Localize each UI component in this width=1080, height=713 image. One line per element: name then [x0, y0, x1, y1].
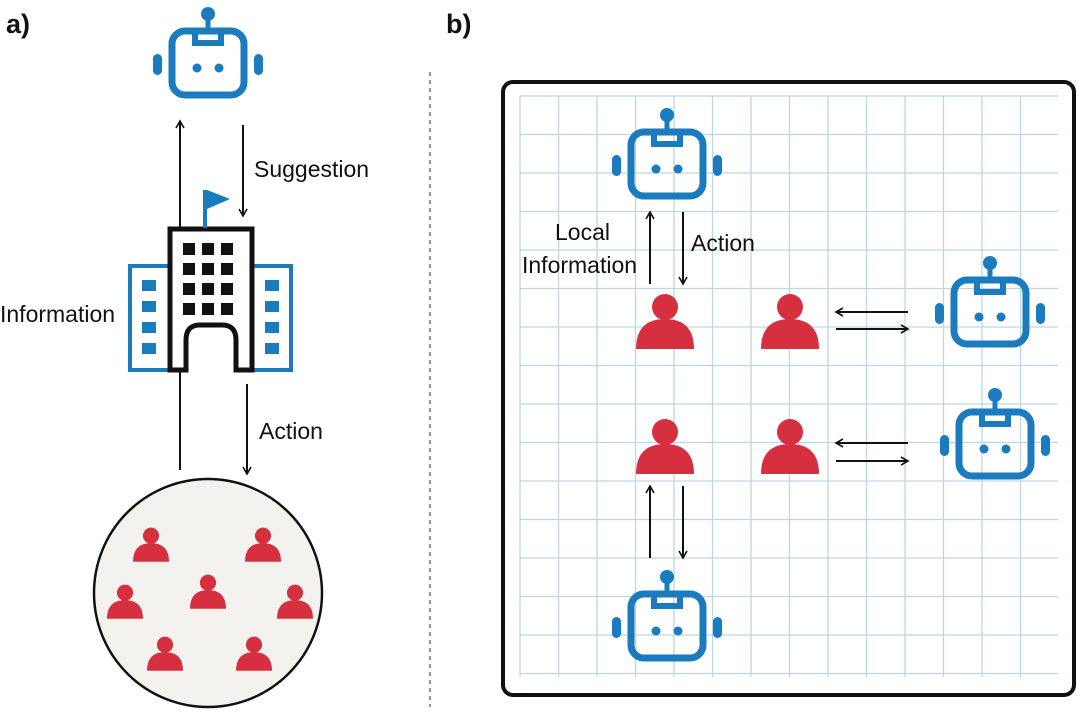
suggestion-label: Suggestion [254, 156, 369, 182]
local-label: Local [555, 219, 610, 245]
grid-frame [501, 80, 1076, 697]
action-label-b: Action [691, 230, 755, 256]
panel-b-label: b) [446, 9, 471, 39]
robot-icon [153, 7, 263, 95]
panel-a-label: a) [6, 9, 30, 39]
action-label-a: Action [259, 418, 323, 444]
local-information-label: Information [522, 252, 637, 278]
flag-icon [203, 190, 230, 228]
building-icon [128, 226, 293, 373]
information-label: Information [0, 301, 115, 327]
